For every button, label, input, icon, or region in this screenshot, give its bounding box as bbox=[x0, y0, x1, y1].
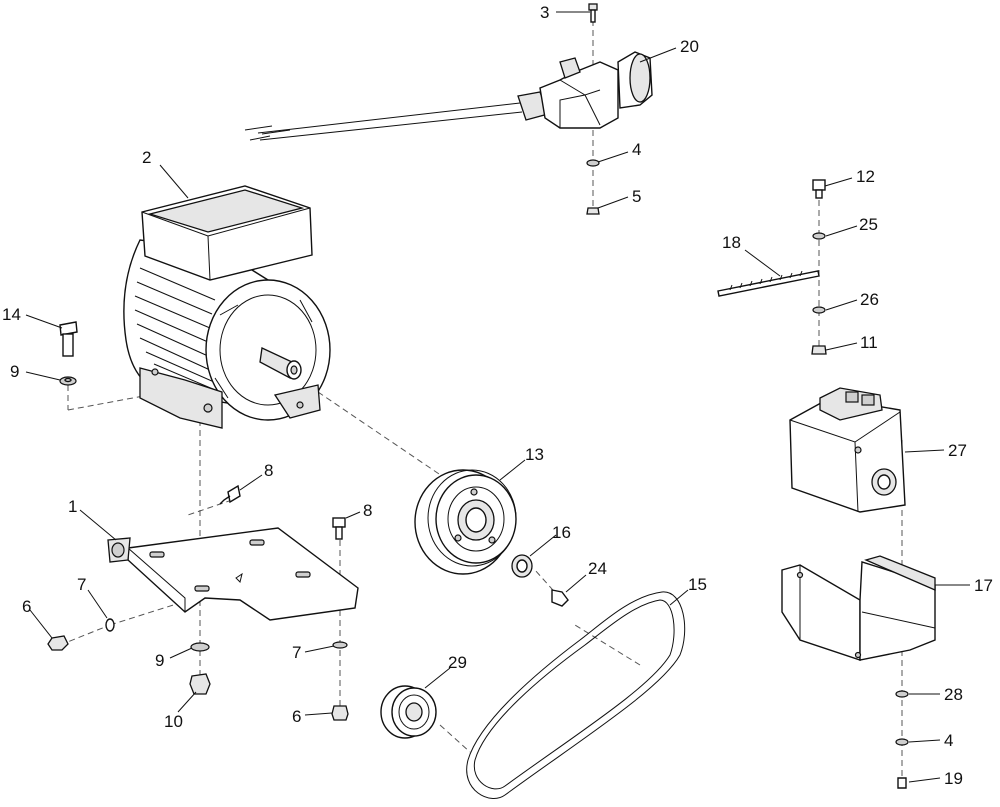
label-part-17: 17 bbox=[974, 576, 993, 595]
leader-lines bbox=[25, 11, 970, 783]
label-part-29: 29 bbox=[448, 653, 467, 672]
bush-16-screw-24 bbox=[511, 554, 569, 607]
pulley-part-13 bbox=[414, 469, 517, 575]
label-part-18: 18 bbox=[722, 233, 741, 252]
label-part-19: 19 bbox=[944, 769, 963, 788]
label-part-10: 10 bbox=[164, 712, 183, 731]
bracket-part-17 bbox=[781, 555, 936, 661]
label-part-24: 24 bbox=[588, 559, 607, 578]
label-part-16: 16 bbox=[552, 523, 571, 542]
plug-cable-part-20 bbox=[244, 51, 653, 141]
hardware-3-4-5 bbox=[586, 3, 600, 215]
label-part-13: 13 bbox=[525, 445, 544, 464]
label-part-12: 12 bbox=[856, 167, 875, 186]
label-part-25: 25 bbox=[859, 215, 878, 234]
label-part-2: 2 bbox=[142, 148, 151, 167]
label-part-8-right: 8 bbox=[363, 501, 372, 520]
label-part-6-right: 6 bbox=[292, 707, 301, 726]
bolts-8 bbox=[219, 484, 346, 540]
label-part-5: 5 bbox=[632, 187, 641, 206]
v-belt-part-15 bbox=[466, 591, 686, 799]
label-part-14: 14 bbox=[2, 305, 21, 324]
label-part-4-bottom: 4 bbox=[944, 731, 953, 750]
label-part-7-right: 7 bbox=[292, 643, 301, 662]
label-part-9-center: 9 bbox=[155, 651, 164, 670]
label-part-1: 1 bbox=[68, 497, 77, 516]
base-plate-part-1 bbox=[107, 527, 359, 621]
label-part-28: 28 bbox=[944, 685, 963, 704]
hardware-6-7-9-10 bbox=[47, 618, 349, 721]
label-part-20: 20 bbox=[680, 37, 699, 56]
label-part-8-upper: 8 bbox=[264, 461, 273, 480]
label-part-9-left: 9 bbox=[10, 362, 19, 381]
threaded-rod-part-18 bbox=[717, 270, 820, 297]
hardware-28-4-19 bbox=[895, 690, 909, 789]
label-part-7-left: 7 bbox=[77, 575, 86, 594]
small-pulley-part-29 bbox=[380, 685, 437, 739]
label-part-15: 15 bbox=[688, 575, 707, 594]
label-part-26: 26 bbox=[860, 290, 879, 309]
label-part-3: 3 bbox=[540, 3, 549, 22]
label-part-4-top: 4 bbox=[632, 140, 641, 159]
bolt-14-washer-9 bbox=[59, 321, 78, 386]
label-part-6-left: 6 bbox=[22, 597, 31, 616]
part-number-labels: 3 20 4 5 2 14 9 8 1 8 7 6 9 10 7 6 13 16… bbox=[2, 3, 993, 788]
hardware-11-12-25-26 bbox=[811, 179, 827, 355]
label-part-27: 27 bbox=[948, 441, 967, 460]
switch-box-part-27 bbox=[789, 387, 906, 513]
motor-part-2 bbox=[123, 185, 331, 429]
label-part-11: 11 bbox=[860, 333, 878, 352]
